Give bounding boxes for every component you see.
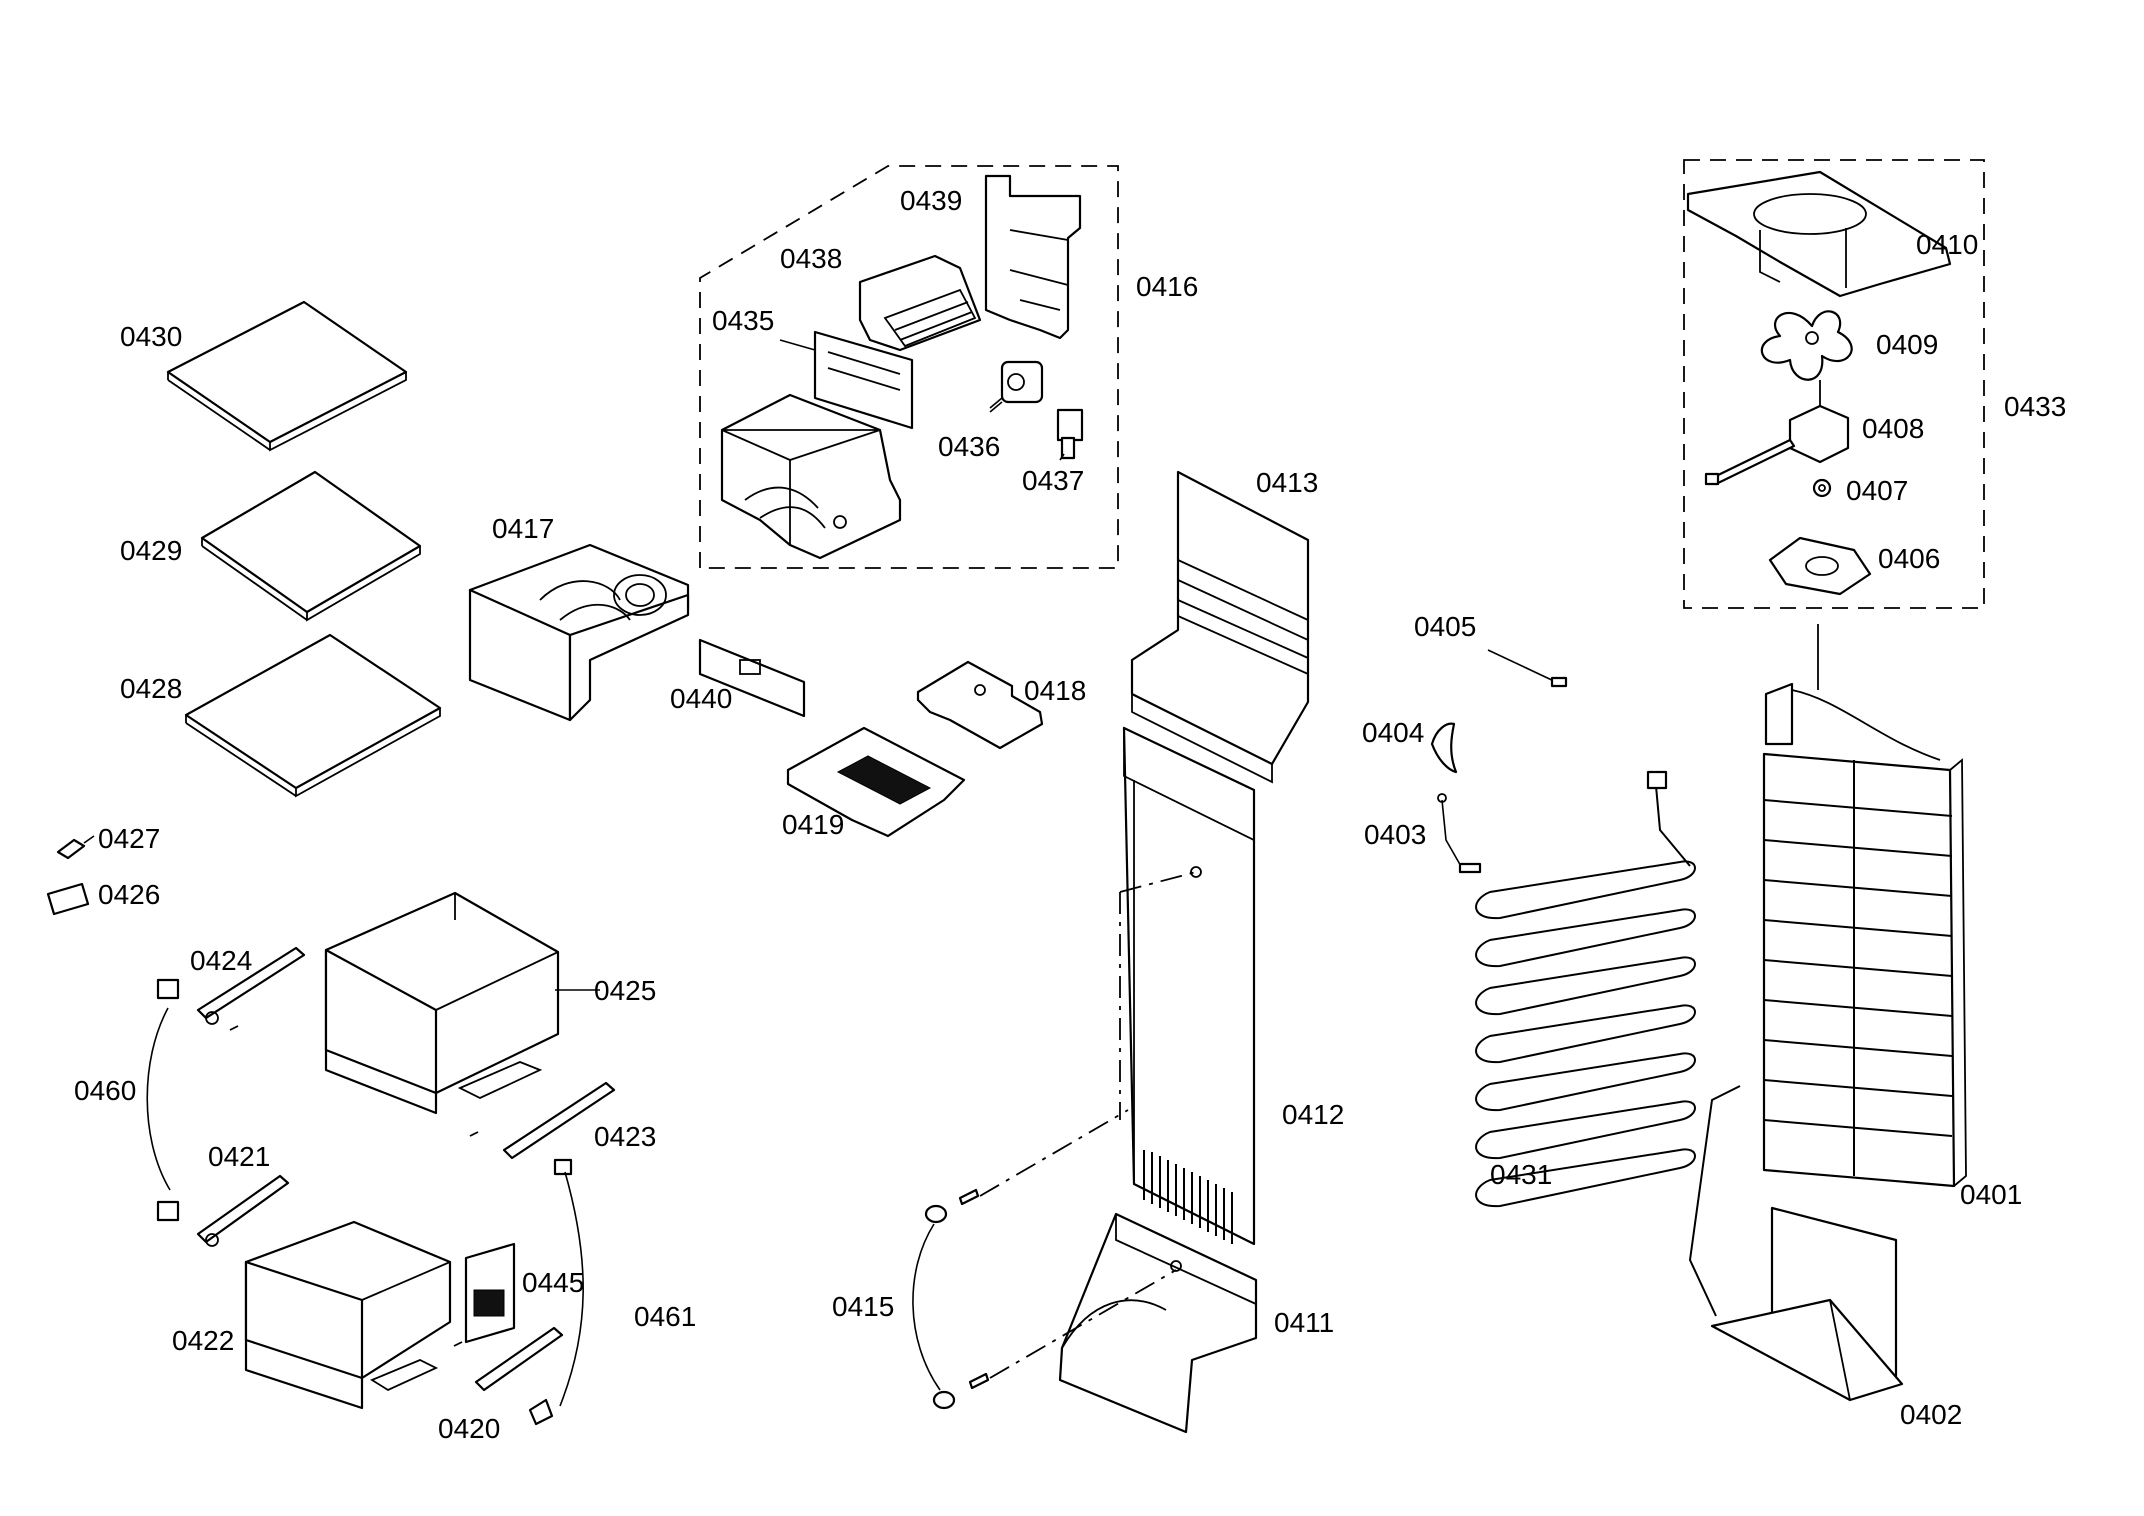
motor-0436[interactable]	[989, 360, 1044, 413]
drawer-0422[interactable]	[244, 1220, 452, 1410]
label-0401[interactable]: 0401	[1960, 1179, 2022, 1210]
clip-0404[interactable]	[1430, 722, 1458, 774]
label-0445[interactable]: 0445	[522, 1267, 584, 1298]
label-0418[interactable]: 0418	[1024, 675, 1086, 706]
rail-0420[interactable]	[453, 1326, 564, 1392]
label-0408[interactable]: 0408	[1862, 413, 1924, 444]
fan-shroud-0410[interactable]	[1686, 170, 1952, 298]
cover-0413[interactable]	[1130, 470, 1310, 784]
label-0421[interactable]: 0421	[208, 1141, 270, 1172]
label-0427[interactable]: 0427	[98, 823, 160, 854]
heater-coil-0431[interactable]	[1475, 770, 1696, 1208]
assembly-boundary-0433	[1683, 159, 1985, 609]
label-0460[interactable]: 0460	[74, 1075, 136, 1106]
label-0420[interactable]: 0420	[438, 1413, 500, 1444]
label-0440[interactable]: 0440	[670, 683, 732, 714]
label-0410[interactable]: 0410	[1916, 229, 1978, 260]
label-0430[interactable]: 0430	[120, 321, 182, 352]
screws-0415[interactable]	[924, 1188, 990, 1410]
label-0461[interactable]: 0461	[634, 1301, 696, 1332]
cap-0426[interactable]	[46, 882, 90, 916]
label-0402[interactable]: 0402	[1900, 1399, 1962, 1430]
sensor-0405[interactable]	[1487, 649, 1568, 688]
clip-0427[interactable]	[56, 835, 95, 860]
shelf-0429[interactable]	[200, 470, 422, 622]
shelf-0430[interactable]	[166, 300, 408, 452]
switch-0437[interactable]	[1056, 408, 1084, 460]
label-0416[interactable]: 0416	[1136, 271, 1198, 302]
label-0437[interactable]: 0437	[1022, 465, 1084, 496]
label-0404[interactable]: 0404	[1362, 717, 1424, 748]
label-0433[interactable]: 0433	[2004, 391, 2066, 422]
rail-0421[interactable]	[156, 1174, 290, 1247]
label-0407[interactable]: 0407	[1846, 475, 1908, 506]
back-panel-0412[interactable]	[1122, 726, 1256, 1246]
front-plate-0435[interactable]	[813, 330, 914, 430]
label-0435[interactable]: 0435	[712, 305, 774, 336]
plate-0418[interactable]	[916, 660, 1044, 750]
fan-motor-0408[interactable]	[1704, 380, 1850, 486]
bracket-0440[interactable]	[698, 638, 806, 718]
label-0405[interactable]: 0405	[1414, 611, 1476, 642]
drawer-0425[interactable]	[324, 891, 560, 1115]
label-0403[interactable]: 0403	[1364, 819, 1426, 850]
assembly-boundary-0416	[699, 165, 1119, 569]
label-0415[interactable]: 0415	[832, 1291, 894, 1322]
label-0417[interactable]: 0417	[492, 513, 554, 544]
label-0423[interactable]: 0423	[594, 1121, 656, 1152]
drain-pan-0402[interactable]	[1688, 1085, 1904, 1402]
label-0431[interactable]: 0431	[1490, 1159, 1552, 1190]
label-0438[interactable]: 0438	[780, 243, 842, 274]
motor-bracket-0406[interactable]	[1768, 536, 1872, 596]
label-0425[interactable]: 0425	[594, 975, 656, 1006]
ice-bin-0417[interactable]	[468, 543, 690, 722]
label-0409[interactable]: 0409	[1876, 329, 1938, 360]
label-0426[interactable]: 0426	[98, 879, 160, 910]
thermostat-0403[interactable]	[1437, 793, 1482, 874]
label-0411[interactable]: 0411	[1274, 1307, 1334, 1338]
fan-blade-0409[interactable]	[1760, 310, 1853, 381]
rail-0424[interactable]	[156, 946, 306, 1031]
shelf-0428[interactable]	[184, 633, 442, 798]
ice-maker-housing-0439[interactable]	[984, 174, 1082, 340]
label-0406[interactable]: 0406	[1878, 543, 1940, 574]
label-0436[interactable]: 0436	[938, 431, 1000, 462]
grommet-0407[interactable]	[1812, 478, 1832, 498]
rail-0423[interactable]	[469, 1081, 616, 1160]
heater-plate-0419[interactable]	[786, 726, 966, 838]
label-0412[interactable]: 0412	[1282, 1099, 1344, 1130]
label-0422[interactable]: 0422	[172, 1325, 234, 1356]
label-0429[interactable]: 0429	[120, 535, 182, 566]
panel-0445[interactable]	[464, 1242, 516, 1344]
ice-maker-0438[interactable]	[858, 254, 982, 352]
label-0439[interactable]: 0439	[900, 185, 962, 216]
label-0424[interactable]: 0424	[190, 945, 252, 976]
stop-clips-0461[interactable]	[528, 1158, 573, 1426]
evaporator-0401[interactable]	[1762, 624, 1967, 1188]
label-0419[interactable]: 0419	[782, 809, 844, 840]
label-0413[interactable]: 0413	[1256, 467, 1318, 498]
ice-chute-frame[interactable]	[720, 393, 902, 560]
label-0428[interactable]: 0428	[120, 673, 182, 704]
duct-cover-0411[interactable]	[1058, 1212, 1258, 1434]
part-labels: 0430 0429 0428 0427 0426 0424 0425 0460 …	[74, 185, 2066, 1444]
leader-lines	[146, 339, 1197, 1407]
